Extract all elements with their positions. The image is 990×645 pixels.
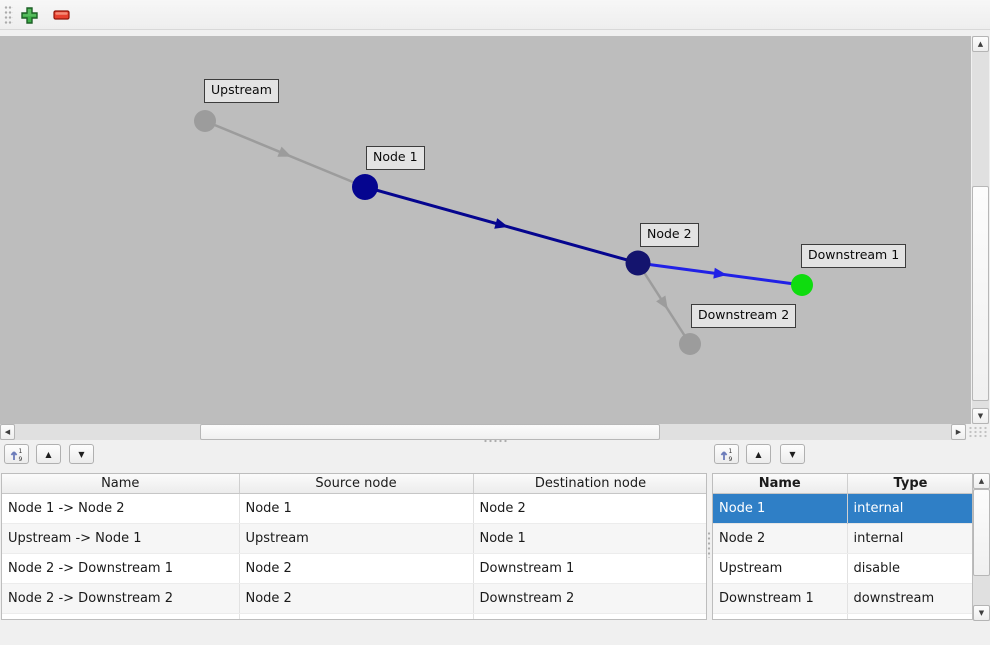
table-cell[interactable]: Node 1 [239, 493, 474, 524]
up-arrow-icon: ▲ [978, 476, 985, 485]
node-label-downstream-1[interactable]: Downstream 1 [801, 244, 907, 268]
scroll-up-button[interactable]: ▲ [972, 36, 989, 52]
edge-arrow-icon [494, 218, 509, 229]
table-cell[interactable]: Downstream 2 [473, 583, 706, 614]
right-arrow-icon: ▶ [955, 427, 962, 436]
node-label-upstream[interactable]: Upstream [204, 79, 279, 103]
scroll-down-button[interactable]: ▼ [973, 605, 990, 621]
scrollbar-thumb[interactable] [973, 489, 990, 576]
minus-icon [52, 10, 70, 20]
table-cell[interactable]: Node 1 [713, 493, 848, 524]
node-move-down-button[interactable]: ▼ [780, 444, 805, 464]
resize-grip[interactable] [968, 426, 988, 439]
column-header[interactable]: Name [2, 474, 240, 494]
down-triangle-icon: ▼ [78, 449, 85, 459]
table-cell[interactable]: Node 1 [473, 523, 706, 554]
down-arrow-icon: ▼ [978, 608, 985, 617]
scroll-up-button[interactable]: ▲ [973, 473, 990, 489]
column-header[interactable]: Destination node [473, 474, 706, 494]
canvas-vertical-scrollbar[interactable]: ▲ ▼ [971, 36, 990, 424]
sort-ascending-icon: 1 9 [10, 448, 23, 462]
table-cell[interactable]: Node 2 -> Downstream 2 [2, 583, 240, 614]
empty-row [713, 613, 972, 619]
column-header[interactable]: Type [847, 474, 972, 494]
edge-arrow-icon [713, 267, 727, 279]
scroll-down-button[interactable]: ▼ [972, 408, 989, 424]
toolbar-grip[interactable] [4, 5, 13, 25]
table-cell[interactable]: Node 2 [473, 493, 706, 524]
graph-node-downstream-2[interactable] [679, 333, 701, 355]
graph-node-node-2[interactable] [625, 250, 651, 276]
table-cell[interactable]: downstream [847, 583, 972, 614]
edge-arrow-icon [277, 146, 292, 157]
table-cell[interactable]: Node 2 [239, 583, 474, 614]
plus-icon [20, 6, 38, 24]
table-cell[interactable]: disable [847, 553, 972, 584]
scroll-right-button[interactable]: ▶ [951, 424, 966, 440]
node-move-up-button[interactable]: ▲ [746, 444, 771, 464]
add-button[interactable] [16, 4, 42, 26]
column-header[interactable]: Source node [239, 474, 474, 494]
table-cell[interactable]: Upstream [239, 523, 474, 554]
sort-ascending-icon: 1 9 [720, 448, 733, 462]
up-arrow-icon: ▲ [977, 39, 984, 48]
table-cell[interactable]: internal [847, 493, 972, 524]
node-label-node-2[interactable]: Node 2 [640, 223, 699, 247]
node-label-downstream-2[interactable]: Downstream 2 [691, 304, 797, 328]
down-triangle-icon: ▼ [789, 449, 796, 459]
table-cell[interactable]: Node 2 [239, 553, 474, 584]
table-cell[interactable]: Downstream 1 [473, 553, 706, 584]
table-cell[interactable]: Node 1 -> Node 2 [2, 493, 240, 524]
table-cell[interactable]: Downstream 1 [713, 583, 848, 614]
svg-text:9: 9 [729, 456, 733, 462]
table-cell[interactable]: internal [847, 523, 972, 554]
main-toolbar [0, 0, 990, 30]
node-sort-button[interactable]: 1 9 [714, 444, 739, 464]
table-cell[interactable]: Node 2 -> Downstream 1 [2, 553, 240, 584]
graph-node-node-1[interactable] [352, 174, 378, 200]
scrollbar-thumb[interactable] [200, 424, 660, 440]
empty-row [2, 613, 706, 619]
table-cell[interactable]: Node 2 [713, 523, 848, 554]
svg-text:1: 1 [19, 448, 23, 455]
remove-button[interactable] [48, 4, 74, 26]
horizontal-splitter-handle[interactable] [483, 439, 508, 443]
graph-node-downstream-1[interactable] [791, 274, 813, 296]
scroll-left-button[interactable]: ◀ [0, 424, 15, 440]
up-triangle-icon: ▲ [755, 449, 762, 459]
node-table-scrollbar[interactable]: ▲ ▼ [973, 473, 990, 621]
canvas-horizontal-scrollbar[interactable]: ◀ ▶ [0, 424, 966, 440]
vertical-splitter-handle[interactable] [707, 531, 711, 558]
edge-sort-button[interactable]: 1 9 [4, 444, 29, 464]
svg-text:9: 9 [19, 456, 23, 462]
node-label-node-1[interactable]: Node 1 [366, 146, 425, 170]
graph-node-upstream[interactable] [194, 110, 216, 132]
table-cell[interactable]: Upstream [713, 553, 848, 584]
graph-svg [194, 110, 813, 355]
column-header[interactable]: Name [713, 474, 848, 494]
edge-move-up-button[interactable]: ▲ [36, 444, 61, 464]
edge-arrow-icon [656, 295, 668, 310]
table-cell[interactable]: Upstream -> Node 1 [2, 523, 240, 554]
left-arrow-icon: ◀ [4, 427, 11, 436]
up-triangle-icon: ▲ [45, 449, 52, 459]
scrollbar-thumb[interactable] [972, 186, 989, 401]
edge-move-down-button[interactable]: ▼ [69, 444, 94, 464]
svg-text:1: 1 [729, 448, 733, 455]
down-arrow-icon: ▼ [977, 411, 984, 420]
